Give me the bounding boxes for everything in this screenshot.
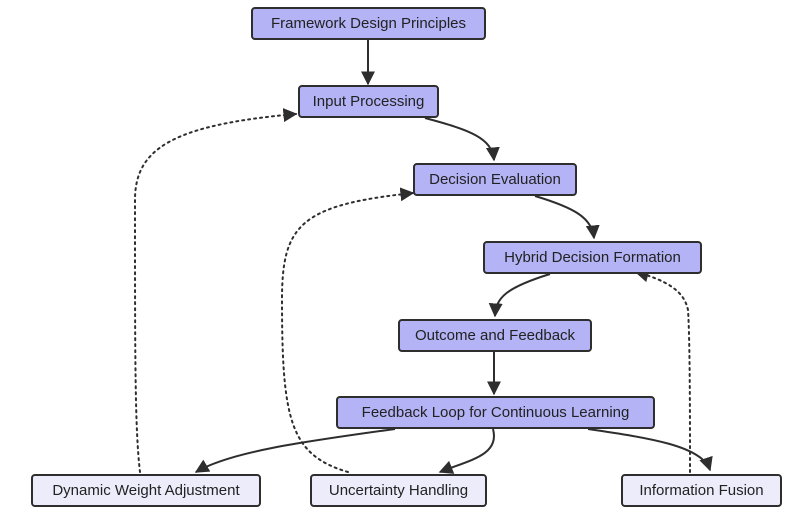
edge-input-to-decision — [424, 117, 500, 162]
edge-feedback-to-uncertainty — [438, 428, 496, 474]
edge-feedback-to-dynamic — [194, 428, 396, 473]
node-decision-evaluation: Decision Evaluation — [413, 163, 577, 196]
node-information-fusion: Information Fusion — [621, 474, 782, 507]
edge-fusion-to-hybrid — [634, 268, 691, 473]
edge-uncertainty-to-decision — [280, 187, 415, 473]
edge-decision-to-hybrid — [534, 195, 600, 240]
node-framework-design-principles: Framework Design Principles — [251, 7, 486, 40]
node-feedback-loop: Feedback Loop for Continuous Learning — [336, 396, 655, 429]
edge-dynamic-to-input — [133, 108, 298, 473]
edge-hybrid-to-outcome — [488, 273, 551, 318]
node-outcome-and-feedback: Outcome and Feedback — [398, 319, 592, 352]
node-input-processing: Input Processing — [298, 85, 439, 118]
node-uncertainty-handling: Uncertainty Handling — [310, 474, 487, 507]
node-dynamic-weight-adjustment: Dynamic Weight Adjustment — [31, 474, 261, 507]
node-hybrid-decision-formation: Hybrid Decision Formation — [483, 241, 702, 274]
edge-feedback-to-fusion — [587, 428, 713, 472]
